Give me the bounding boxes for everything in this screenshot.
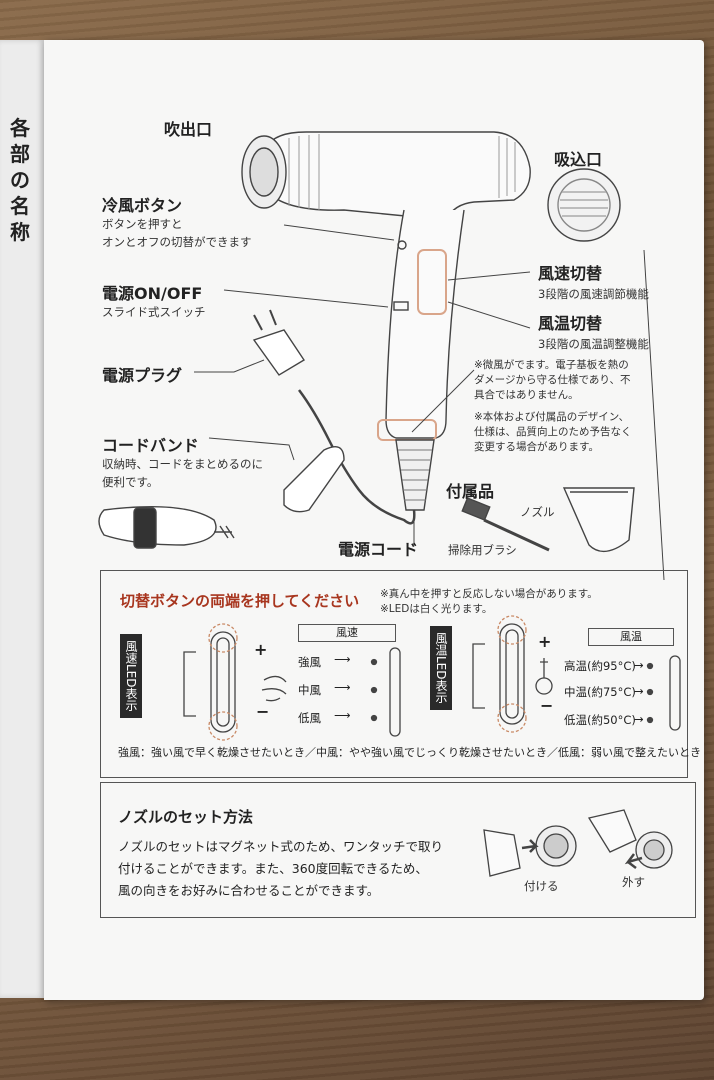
nozzle-detach-label: 外す xyxy=(622,875,645,889)
temp-led-label: 風温LED表示 xyxy=(430,626,452,710)
note-breeze: ※微風がでます。電子基板を熱のダメージから守る仕様であり、不具合ではありません。 xyxy=(474,359,631,401)
label-power-switch: 電源ON/OFF xyxy=(102,284,203,303)
label-cord-band: コードバンド xyxy=(102,436,199,455)
temp-header: 風温 xyxy=(588,628,674,646)
label-brush: 掃除用ブラシ xyxy=(448,543,517,557)
temp-arrow-3: → xyxy=(634,712,644,726)
switch-box-title: 切替ボタンの両端を押してください xyxy=(120,592,360,610)
nozzle-desc-3: 風の向きをお好みに合わせることができます。 xyxy=(118,883,380,898)
temp-led-label-text: 風温LED表示 xyxy=(434,632,448,704)
temp-switch-desc: 3段階の風温調整機能 xyxy=(538,337,649,351)
cool-button-desc-1: ボタンを押すと xyxy=(102,217,183,231)
speed-arrow-3: ⟶ xyxy=(334,708,351,722)
nozzle-set-illustrations xyxy=(483,809,673,877)
temp-arrow-1: → xyxy=(634,658,644,672)
note-design-change: ※本体および付属品のデザイン、仕様は、品質向上のため予告なく変更する場合がありま… xyxy=(474,411,632,453)
speed-level-strong: 強風 xyxy=(298,655,321,669)
label-inlet: 吸込口 xyxy=(554,150,603,169)
speed-minus: − xyxy=(256,702,270,721)
speed-led-label: 風速LED表示 xyxy=(120,634,142,718)
nozzle-desc-1: ノズルのセットはマグネット式のため、ワンタッチで取り xyxy=(118,839,444,854)
label-cool-button: 冷風ボタン xyxy=(102,196,183,215)
left-page-edge: 各部の名称 xyxy=(0,40,44,998)
speed-header: 風速 xyxy=(298,624,396,642)
temp-level-low: 低温(約50°C) xyxy=(564,713,636,727)
label-power-cord: 電源コード xyxy=(338,540,419,559)
speed-plus: + xyxy=(254,640,268,659)
label-speed-switch: 風速切替 xyxy=(538,264,603,283)
cool-button-desc-2: オンとオフの切替ができます xyxy=(102,235,252,249)
nozzle-box-title: ノズルのセット方法 xyxy=(118,808,254,826)
label-nozzle: ノズル xyxy=(520,505,555,519)
temp-plus: + xyxy=(538,632,552,651)
manual-page: 吹出口 吸込口 冷風ボタン ボタンを押すと オンとオフの切替ができます 電源ON… xyxy=(44,40,704,1000)
label-accessories: 付属品 xyxy=(446,482,495,501)
illustration-layer xyxy=(98,131,681,877)
hair-dryer-illustration xyxy=(98,131,665,581)
label-temp-switch: 風温切替 xyxy=(538,314,603,333)
nozzle-instruction-box xyxy=(100,782,696,918)
speed-arrow-2: ⟶ xyxy=(334,680,351,694)
speed-arrow-1: ⟶ xyxy=(334,652,351,666)
switch-diagrams xyxy=(183,615,681,741)
temp-level-mid: 中温(約75°C) xyxy=(564,685,636,699)
switch-note-led: ※LEDは白く光ります。 xyxy=(380,603,493,615)
switch-box-footer: 強風：強い風で早く乾燥させたいとき／中風：やや強い風でじっくり乾燥させたいとき／… xyxy=(118,746,701,759)
temp-arrow-2: → xyxy=(634,684,644,698)
switch-instruction-box xyxy=(100,570,688,778)
nozzle-attach-label: 付ける xyxy=(524,879,559,893)
nozzle-desc-2: 付けることができます。また、360度回転できるため、 xyxy=(118,861,428,876)
power-switch-desc: スライド式スイッチ xyxy=(102,305,206,319)
label-power-plug: 電源プラグ xyxy=(102,366,183,385)
speed-led-label-text: 風速LED表示 xyxy=(124,640,138,712)
temp-level-high: 高温(約95°C) xyxy=(564,659,636,673)
switch-note-center: ※真ん中を押すと反応しない場合があります。 xyxy=(380,588,598,600)
label-outlet: 吹出口 xyxy=(164,120,213,139)
section-title-vertical: 各部の名称 xyxy=(10,116,30,244)
speed-level-medium: 中風 xyxy=(298,683,321,697)
cord-band-desc-1: 収納時、コードをまとめるのに xyxy=(102,457,263,471)
cord-band-desc-2: 便利です。 xyxy=(102,475,159,489)
temp-minus: − xyxy=(540,696,554,715)
speed-switch-desc: 3段階の風速調節機能 xyxy=(538,287,649,301)
speed-level-low: 低風 xyxy=(298,711,321,725)
